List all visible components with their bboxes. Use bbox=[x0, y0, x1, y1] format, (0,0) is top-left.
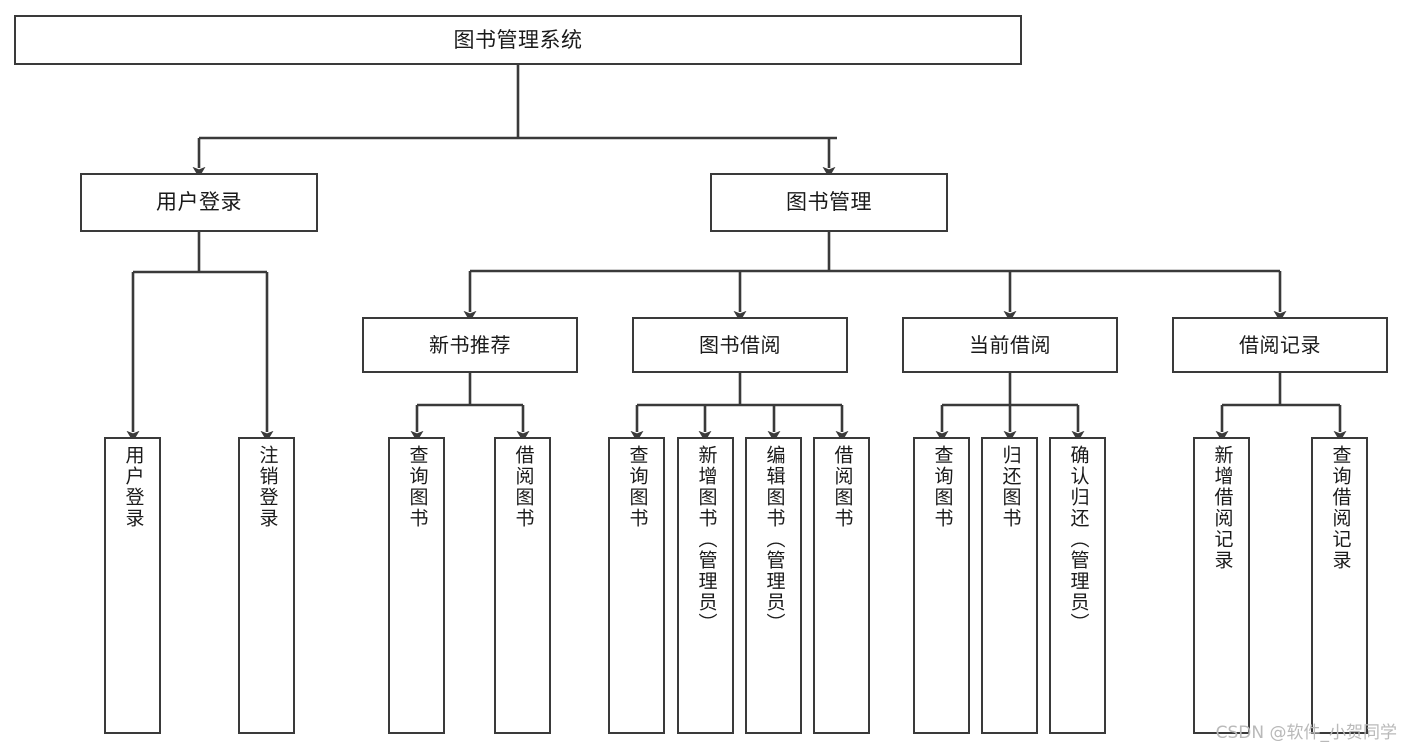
node-label: 查询图书 bbox=[406, 445, 429, 529]
node-leaf-borrow-book-newbook[interactable]: 借阅图书 bbox=[494, 437, 551, 734]
node-label: 图书管理 bbox=[786, 190, 872, 215]
node-book-borrowing[interactable]: 图书借阅 bbox=[632, 317, 848, 373]
node-label: 图书管理系统 bbox=[453, 27, 583, 52]
node-label: 查询借阅记录 bbox=[1329, 445, 1352, 571]
node-label: 编辑图书（管理员） bbox=[763, 445, 786, 634]
node-borrowing-records[interactable]: 借阅记录 bbox=[1172, 317, 1388, 373]
node-leaf-edit-book-admin[interactable]: 编辑图书（管理员） bbox=[745, 437, 802, 734]
node-label: 归还图书 bbox=[999, 445, 1022, 529]
node-leaf-query-borrow-record[interactable]: 查询借阅记录 bbox=[1311, 437, 1368, 734]
node-label: 注销登录 bbox=[256, 445, 279, 529]
node-label: 图书借阅 bbox=[699, 332, 781, 357]
node-leaf-confirm-return-admin[interactable]: 确认归还（管理员） bbox=[1049, 437, 1106, 734]
node-label: 确认归还（管理员） bbox=[1067, 445, 1090, 634]
node-label: 当前借阅 bbox=[969, 332, 1051, 357]
node-label: 借阅记录 bbox=[1239, 332, 1321, 357]
node-leaf-query-book-newbook[interactable]: 查询图书 bbox=[388, 437, 445, 734]
node-leaf-add-borrow-record[interactable]: 新增借阅记录 bbox=[1193, 437, 1250, 734]
node-label: 借阅图书 bbox=[512, 445, 535, 529]
node-leaf-user-login[interactable]: 用户登录 bbox=[104, 437, 161, 734]
node-label: 用户登录 bbox=[122, 445, 145, 529]
node-root-book-management-system[interactable]: 图书管理系统 bbox=[14, 15, 1022, 65]
node-user-login[interactable]: 用户登录 bbox=[80, 173, 318, 232]
node-new-book-recommendation[interactable]: 新书推荐 bbox=[362, 317, 578, 373]
node-leaf-borrow-book-borrowing[interactable]: 借阅图书 bbox=[813, 437, 870, 734]
node-leaf-query-book-current[interactable]: 查询图书 bbox=[913, 437, 970, 734]
node-label: 新增图书（管理员） bbox=[695, 445, 718, 634]
node-label: 查询图书 bbox=[931, 445, 954, 529]
node-label: 查询图书 bbox=[626, 445, 649, 529]
node-label: 用户登录 bbox=[156, 190, 242, 215]
node-leaf-add-book-admin[interactable]: 新增图书（管理员） bbox=[677, 437, 734, 734]
csdn-watermark: CSDN @软件_小贺同学 bbox=[1215, 723, 1397, 743]
node-leaf-query-book-borrowing[interactable]: 查询图书 bbox=[608, 437, 665, 734]
node-label: 新增借阅记录 bbox=[1211, 445, 1234, 571]
node-current-borrowing[interactable]: 当前借阅 bbox=[902, 317, 1118, 373]
node-leaf-return-book[interactable]: 归还图书 bbox=[981, 437, 1038, 734]
node-label: 新书推荐 bbox=[429, 332, 511, 357]
node-leaf-logout[interactable]: 注销登录 bbox=[238, 437, 295, 734]
node-book-management[interactable]: 图书管理 bbox=[710, 173, 948, 232]
node-label: 借阅图书 bbox=[831, 445, 854, 529]
